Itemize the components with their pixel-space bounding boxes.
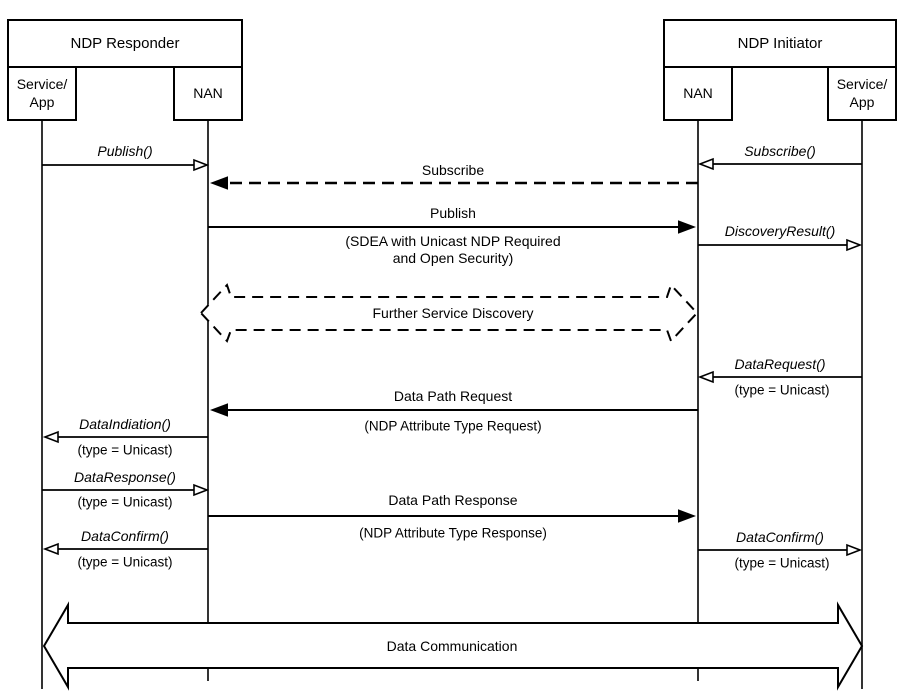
label-data-confirm-initiator-call: DataConfirm()	[736, 529, 824, 545]
label-subscribe-call: Subscribe()	[744, 143, 816, 159]
label-publish-call: Publish()	[97, 143, 153, 159]
label-data-request-call: DataRequest()	[734, 356, 826, 372]
label-data-path-response-detail: (NDP Attribute Type Response)	[359, 525, 547, 541]
initiator-service-app-box: Service/ App	[827, 66, 897, 121]
label-data-response-call: DataResponse()	[74, 469, 176, 485]
label-data-confirm-responder-type: (type = Unicast)	[77, 554, 173, 570]
initiator-nan-box: NAN	[663, 66, 733, 121]
further-service-discovery-block-arrow	[199, 283, 699, 343]
responder-nan-box: NAN	[173, 66, 243, 121]
lifelines	[41, 121, 863, 689]
message-lines	[42, 163, 862, 551]
initiator-nan-label: NAN	[683, 84, 713, 101]
label-data-confirm-initiator-type: (type = Unicast)	[734, 555, 830, 571]
responder-nan-label: NAN	[193, 84, 223, 101]
initiator-service-app-line1: Service/	[836, 76, 888, 92]
hollow-arrowheads	[42, 157, 863, 557]
label-data-communication: Data Communication	[386, 638, 518, 654]
label-data-path-response: Data Path Response	[388, 492, 518, 508]
arrowhead-data-response	[193, 483, 210, 497]
label-data-confirm-responder-call: DataConfirm()	[81, 528, 169, 544]
label-data-path-request-detail: (NDP Attribute Type Request)	[364, 418, 542, 434]
arrowhead-discovery-result	[846, 238, 863, 252]
arrowhead-data-indication	[42, 430, 59, 444]
responder-service-app-box: Service/ App	[7, 66, 77, 121]
arrowhead-subscribe-call	[697, 157, 714, 171]
label-subscribe-air: Subscribe	[421, 162, 485, 178]
arrowhead-data-path-request	[210, 403, 228, 417]
responder-title: NDP Responder	[70, 35, 180, 52]
arrowhead-publish-call	[193, 158, 210, 172]
arrowhead-data-request	[697, 370, 714, 384]
label-data-path-request: Data Path Request	[393, 388, 513, 404]
arrowhead-publish-air	[678, 220, 696, 234]
label-discovery-result-call: DiscoveryResult()	[724, 223, 836, 239]
initiator-title: NDP Initiator	[737, 35, 823, 52]
data-communication-block-arrow	[42, 601, 864, 691]
responder-service-app-line1: Service/	[16, 76, 68, 92]
label-publish-air-detail-1: (SDEA with Unicast NDP Required	[345, 233, 561, 249]
initiator-title-box: NDP Initiator	[663, 19, 897, 68]
label-data-indication-type: (type = Unicast)	[77, 442, 173, 458]
label-publish-air: Publish	[430, 205, 476, 221]
arrowhead-data-confirm-initiator	[846, 543, 863, 557]
label-data-response-type: (type = Unicast)	[77, 494, 173, 510]
arrowhead-data-path-response	[678, 509, 696, 523]
label-data-request-type: (type = Unicast)	[734, 382, 830, 398]
responder-service-app-line2: App	[29, 93, 55, 110]
initiator-service-app-line2: App	[849, 93, 875, 110]
arrowhead-data-confirm-responder	[42, 542, 59, 556]
label-publish-air-detail-2: and Open Security)	[392, 250, 514, 266]
label-further-service-discovery: Further Service Discovery	[372, 305, 534, 321]
filled-arrowheads	[210, 176, 696, 523]
responder-title-box: NDP Responder	[7, 19, 243, 68]
label-data-indication-call: DataIndiation()	[79, 416, 171, 432]
arrowhead-subscribe-air	[210, 176, 228, 190]
